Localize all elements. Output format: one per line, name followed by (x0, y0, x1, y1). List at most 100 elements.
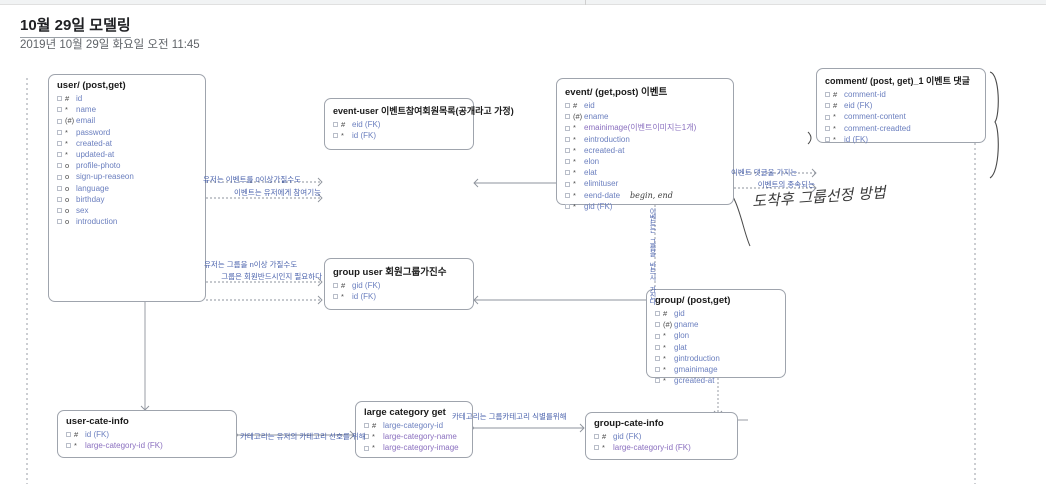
attr-row[interactable]: *glat (655, 342, 778, 353)
attr-row[interactable]: *updated-at (57, 149, 198, 160)
attr-checkbox[interactable] (57, 140, 62, 146)
attr-row[interactable]: *comment-content (825, 111, 978, 122)
attr-checkbox[interactable] (57, 96, 62, 102)
entity-comment[interactable]: comment/ (post, get)_1 이벤트 댓글 #comment-i… (816, 68, 986, 145)
attr-checkbox[interactable] (66, 443, 71, 449)
attr-checkbox[interactable] (57, 208, 62, 214)
attr-checkbox[interactable] (565, 136, 570, 142)
attr-row[interactable]: #gid (FK) (333, 280, 466, 291)
attr-row[interactable]: *password (57, 127, 198, 138)
attr-row[interactable]: #eid (FK) (333, 119, 466, 130)
attr-checkbox[interactable] (594, 445, 599, 451)
attr-row[interactable]: *gcreated-at (655, 375, 778, 386)
attr-row[interactable]: *elimituser (565, 178, 726, 189)
attr-checkbox[interactable] (57, 196, 62, 202)
attr-checkbox[interactable] (57, 118, 62, 124)
attr-checkbox[interactable] (57, 174, 62, 180)
attr-checkbox[interactable] (333, 294, 338, 300)
attr-checkbox[interactable] (565, 147, 570, 153)
attr-checkbox[interactable] (655, 311, 660, 317)
attr-checkbox[interactable] (825, 125, 830, 131)
attr-row[interactable]: #gid (FK) (594, 431, 730, 442)
attr-checkbox[interactable] (333, 283, 338, 289)
entity-user-cate-info[interactable]: user-cate-info #id (FK) *large-category-… (57, 410, 237, 458)
entity-user[interactable]: user/ (post,get) #id *name (#)email *pas… (48, 74, 206, 302)
attr-row[interactable]: (#)ename (565, 111, 726, 122)
attr-checkbox[interactable] (333, 122, 338, 128)
attr-row[interactable]: *ecreated-at (565, 145, 726, 156)
attr-checkbox[interactable] (57, 219, 62, 225)
attr-checkbox[interactable] (825, 114, 830, 120)
attr-row[interactable]: *large-category-id (FK) (66, 440, 229, 451)
attr-checkbox[interactable] (565, 181, 570, 187)
attr-row[interactable]: #eid (565, 100, 726, 111)
attr-checkbox[interactable] (565, 192, 570, 198)
attr-row[interactable]: *glon (655, 330, 778, 341)
entity-group-cate-info[interactable]: group-cate-info #gid (FK) *large-categor… (585, 412, 738, 460)
attr-row[interactable]: #id (FK) (66, 429, 229, 440)
attr-row[interactable]: *eintroduction (565, 134, 726, 145)
attr-row[interactable]: #gid (655, 308, 778, 319)
attr-checkbox[interactable] (57, 107, 62, 113)
entity-large-category[interactable]: large category get #large-category-id *l… (355, 401, 473, 458)
attr-checkbox[interactable] (364, 434, 369, 440)
attr-checkbox[interactable] (57, 163, 62, 169)
attr-row[interactable]: #comment-id (825, 89, 978, 100)
attr-row[interactable]: *large-category-image (364, 442, 465, 453)
attr-row[interactable]: *id (FK) (825, 134, 978, 145)
attr-checkbox[interactable] (655, 322, 660, 328)
attr-row[interactable]: *elat (565, 167, 726, 178)
attr-row[interactable]: *emainimage(이벤트이미지는1개) (565, 122, 726, 133)
erd-canvas[interactable]: user/ (post,get) #id *name (#)email *pas… (0, 60, 1046, 492)
attr-row[interactable]: *elon (565, 156, 726, 167)
attr-checkbox[interactable] (655, 378, 660, 384)
attr-checkbox[interactable] (825, 136, 830, 142)
attr-checkbox[interactable] (655, 344, 660, 350)
attr-checkbox[interactable] (655, 333, 660, 339)
attr-checkbox[interactable] (565, 114, 570, 120)
entity-event[interactable]: event/ (get,post) 이벤트 #eid (#)ename *ema… (556, 78, 734, 211)
attr-checkbox[interactable] (57, 152, 62, 158)
attr-row[interactable]: *id (FK) (333, 291, 466, 302)
attr-checkbox[interactable] (66, 432, 71, 438)
attr-checkbox[interactable] (565, 103, 570, 109)
attr-checkbox[interactable] (364, 445, 369, 451)
attr-row[interactable]: (#)email (57, 115, 198, 126)
attr-row[interactable]: *gid (FK) (565, 201, 726, 212)
attr-row[interactable]: *created-at (57, 138, 198, 149)
attr-checkbox[interactable] (825, 92, 830, 98)
attr-row[interactable]: *large-category-id (FK) (594, 442, 730, 453)
entity-group[interactable]: group/ (post,get) #gid (#)gname *glon *g… (646, 289, 786, 385)
entity-event-user[interactable]: event-user 이벤트참여회원목록(공개라고 가정) #eid (FK) … (324, 98, 514, 150)
attr-checkbox[interactable] (57, 185, 62, 191)
attr-checkbox[interactable] (364, 423, 369, 429)
attr-checkbox[interactable] (565, 125, 570, 131)
attr-row[interactable]: *gmainimage (655, 364, 778, 375)
attr-checkbox[interactable] (565, 159, 570, 165)
attr-checkbox[interactable] (565, 203, 570, 209)
attr-row[interactable]: #eid (FK) (825, 100, 978, 111)
attr-checkbox[interactable] (57, 129, 62, 135)
attr-row[interactable]: *comment-creadted (825, 123, 978, 134)
attr-row[interactable]: #id (57, 93, 198, 104)
attr-checkbox[interactable] (565, 170, 570, 176)
attr-row[interactable]: (#)gname (655, 319, 778, 330)
attr-row[interactable]: *large-category-name (364, 431, 465, 442)
attr-checkbox[interactable] (655, 355, 660, 361)
attr-checkbox[interactable] (594, 434, 599, 440)
attr-checkbox[interactable] (333, 133, 338, 139)
attr-row[interactable]: *id (FK) (333, 130, 466, 141)
attr-checkbox[interactable] (655, 367, 660, 373)
attr-row[interactable]: #large-category-id (364, 420, 465, 431)
attr-row[interactable]: *gintroduction (655, 353, 778, 364)
attr-checkbox[interactable] (825, 103, 830, 109)
attr-row[interactable]: *name (57, 104, 198, 115)
entity-group-user[interactable]: group user 회원그룹가진수 #gid (FK) *id (FK) (324, 258, 474, 310)
